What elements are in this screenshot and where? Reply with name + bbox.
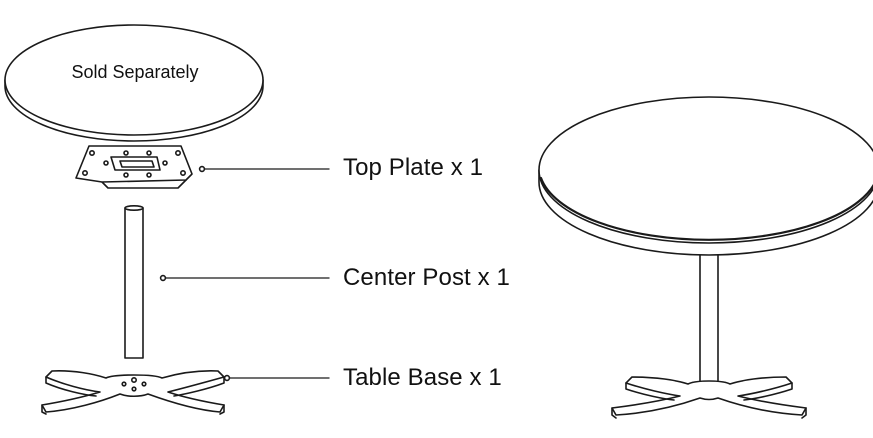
top-plate-part — [75, 145, 193, 189]
leader-center-post — [159, 274, 330, 282]
center-post-part — [124, 205, 144, 359]
sold-separately-label: Sold Separately — [71, 62, 199, 82]
table-base-label: Table Base x 1 — [343, 364, 502, 391]
leader-table-base — [223, 374, 330, 382]
center-post-label: Center Post x 1 — [343, 264, 510, 291]
top-plate-label: Top Plate x 1 — [343, 154, 484, 181]
leader-top-plate — [198, 165, 330, 173]
assembled-table — [538, 96, 873, 419]
sold-separately-tabletop — [4, 24, 264, 142]
table-base-part — [41, 370, 225, 415]
